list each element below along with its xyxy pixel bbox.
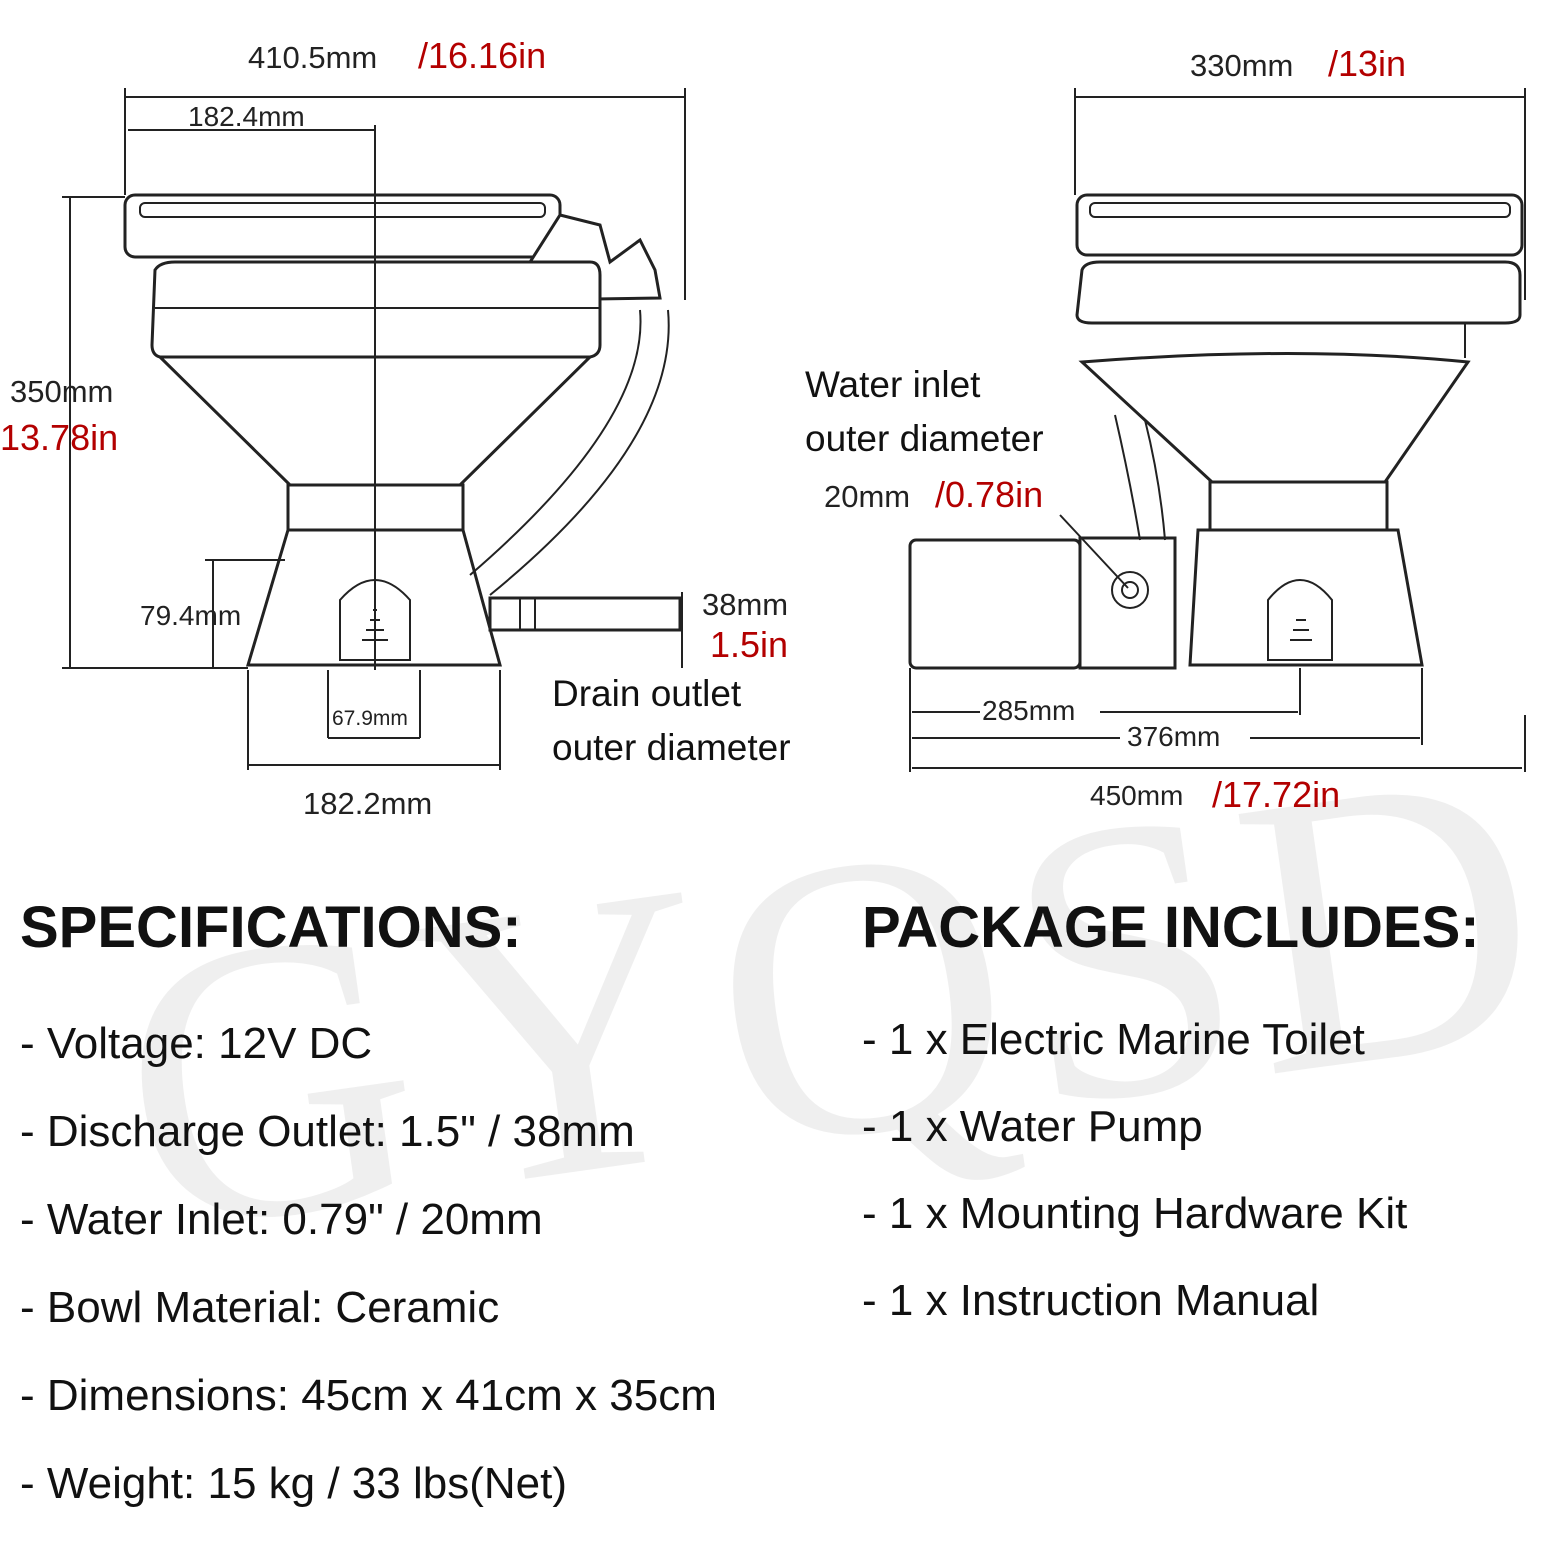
drain-mm: 38mm bbox=[702, 587, 788, 622]
side-water-inlet bbox=[1111, 571, 1149, 609]
front-dimension-lines bbox=[62, 88, 686, 770]
package-item-toilet: - 1 x Electric Marine Toilet bbox=[862, 1015, 1365, 1064]
side-length-376: 376mm bbox=[1127, 721, 1220, 752]
front-base-width-mm: 182.2mm bbox=[303, 786, 432, 821]
side-base bbox=[1188, 528, 1424, 667]
front-drain-pipe bbox=[488, 596, 682, 632]
drain-label-line2: outer diameter bbox=[552, 727, 791, 768]
side-seat-lid bbox=[1075, 193, 1524, 257]
side-neck bbox=[1208, 480, 1389, 532]
spec-discharge-outlet: - Discharge Outlet: 1.5" / 38mm bbox=[20, 1107, 635, 1156]
spec-weight: - Weight: 15 kg / 33 lbs(Net) bbox=[20, 1459, 567, 1508]
front-width-mm: 410.5mm bbox=[248, 40, 377, 75]
front-base-inner-mm: 67.9mm bbox=[332, 707, 408, 730]
side-dimension-lines bbox=[909, 88, 1526, 772]
inlet-mm: 20mm bbox=[824, 479, 910, 514]
front-width-in: /16.16in bbox=[418, 35, 546, 76]
side-length-285: 285mm bbox=[982, 695, 1075, 726]
package-item-pump: - 1 x Water Pump bbox=[862, 1102, 1203, 1151]
side-length-total-in: /17.72in bbox=[1212, 774, 1340, 815]
inlet-label-line1: Water inlet bbox=[805, 364, 981, 405]
front-seat-lid bbox=[123, 193, 562, 259]
spec-dimensions: - Dimensions: 45cm x 41cm x 35cm bbox=[20, 1371, 717, 1420]
side-bowl-cone bbox=[1078, 352, 1471, 484]
inlet-in: /0.78in bbox=[935, 474, 1043, 515]
front-view-toilet bbox=[123, 193, 682, 667]
spec-water-inlet: - Water Inlet: 0.79" / 20mm bbox=[20, 1195, 543, 1244]
drain-label-line1: Drain outlet bbox=[552, 673, 742, 714]
specifications-list: - Voltage: 12V DC - Discharge Outlet: 1.… bbox=[20, 1000, 820, 1528]
side-pump-motor bbox=[908, 538, 1082, 670]
spec-voltage: - Voltage: 12V DC bbox=[20, 1019, 373, 1068]
side-bowl-rim bbox=[1075, 260, 1522, 325]
front-seat-half-mm: 182.4mm bbox=[188, 101, 305, 132]
front-height-mm: 350mm bbox=[10, 374, 113, 409]
inlet-label-line2: outer diameter bbox=[805, 418, 1044, 459]
package-item-manual: - 1 x Instruction Manual bbox=[862, 1276, 1320, 1325]
package-section: PACKAGE INCLUDES: - 1 x Electric Marine … bbox=[862, 888, 1542, 1344]
drain-in: 1.5in bbox=[710, 624, 788, 665]
side-length-total-mm: 450mm bbox=[1090, 780, 1183, 811]
dimension-drawing: 410.5mm /16.16in 182.4mm 350mm 13.78in 7… bbox=[0, 35, 1526, 821]
specifications-section: SPECIFICATIONS: - Voltage: 12V DC - Disc… bbox=[20, 888, 820, 1528]
front-height-in: 13.78in bbox=[0, 417, 118, 458]
package-heading: PACKAGE INCLUDES: bbox=[862, 895, 1480, 960]
side-width-mm: 330mm bbox=[1190, 48, 1293, 83]
package-list: - 1 x Electric Marine Toilet - 1 x Water… bbox=[862, 996, 1542, 1344]
package-item-hardware: - 1 x Mounting Hardware Kit bbox=[862, 1189, 1408, 1238]
side-width-in: /13in bbox=[1328, 43, 1406, 84]
side-pump-housing bbox=[1078, 536, 1177, 670]
specifications-heading: SPECIFICATIONS: bbox=[20, 895, 522, 960]
side-view-toilet bbox=[908, 193, 1524, 670]
front-base-height-mm: 79.4mm bbox=[140, 600, 241, 631]
spec-bowl-material: - Bowl Material: Ceramic bbox=[20, 1283, 500, 1332]
